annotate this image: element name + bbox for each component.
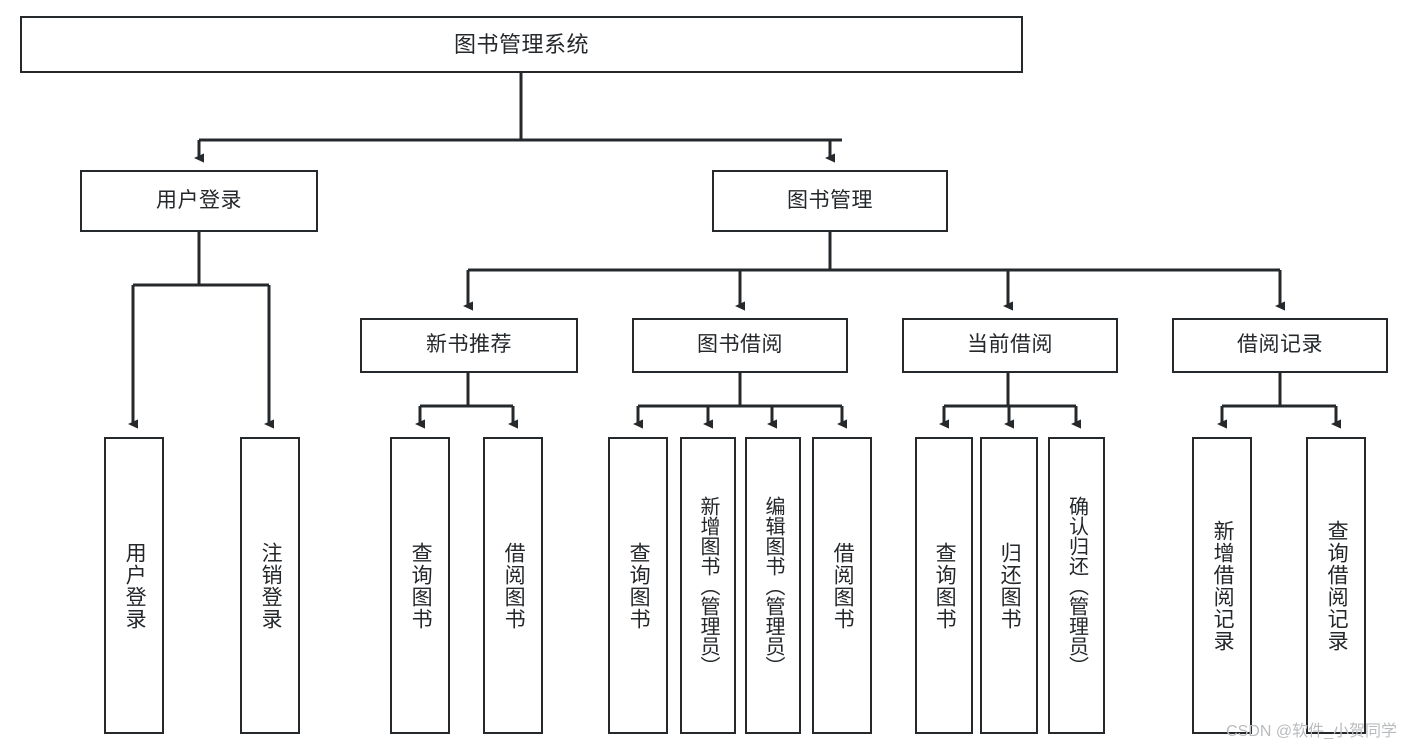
leaf-bb-edit-book[interactable]: 编辑图书（管理员） [745, 437, 801, 734]
leaf-logout[interactable]: 注销登录 [240, 437, 300, 734]
leaf-cb-query-book[interactable]: 查询图书 [915, 437, 973, 734]
leaf-bb-borrow-book[interactable]: 借阅图书 [812, 437, 872, 734]
leaf-user-login[interactable]: 用户登录 [104, 437, 164, 734]
leaf-cb-confirm-return-label: 确认归还（管理员） [1065, 495, 1088, 676]
node-borrow-record[interactable]: 借阅记录 [1172, 318, 1388, 373]
node-new-book-label: 新书推荐 [426, 333, 512, 357]
leaf-nb-query-book-label: 查询图书 [409, 541, 433, 630]
node-root[interactable]: 图书管理系统 [20, 16, 1023, 73]
leaf-bb-borrow-book-label: 借阅图书 [831, 541, 855, 630]
leaf-bb-query-book-label: 查询图书 [627, 541, 651, 630]
node-user-login[interactable]: 用户登录 [80, 170, 318, 232]
node-book-manage-label: 图书管理 [787, 188, 873, 212]
leaf-cb-return-book[interactable]: 归还图书 [980, 437, 1038, 734]
node-current-borrow[interactable]: 当前借阅 [902, 318, 1118, 373]
leaf-br-add-record[interactable]: 新增借阅记录 [1192, 437, 1252, 734]
node-book-manage[interactable]: 图书管理 [712, 170, 948, 232]
node-new-book[interactable]: 新书推荐 [360, 318, 578, 373]
leaf-nb-borrow-book-label: 借阅图书 [502, 541, 526, 630]
leaf-user-login-label: 用户登录 [123, 541, 147, 630]
node-root-label: 图书管理系统 [453, 31, 589, 57]
watermark: CSDN @软件_小贺同学 [1226, 723, 1397, 740]
leaf-cb-return-book-label: 归还图书 [998, 541, 1022, 630]
leaf-nb-borrow-book[interactable]: 借阅图书 [483, 437, 543, 734]
node-user-login-label: 用户登录 [156, 188, 242, 212]
node-book-borrow-label: 图书借阅 [697, 333, 783, 357]
leaf-logout-label: 注销登录 [259, 541, 283, 630]
leaf-bb-edit-book-label: 编辑图书（管理员） [762, 495, 784, 676]
leaf-bb-add-book[interactable]: 新增图书（管理员） [680, 437, 736, 734]
leaf-cb-confirm-return[interactable]: 确认归还（管理员） [1048, 437, 1105, 734]
node-borrow-record-label: 借阅记录 [1237, 333, 1323, 357]
node-current-borrow-label: 当前借阅 [967, 333, 1053, 357]
leaf-br-query-record[interactable]: 查询借阅记录 [1306, 437, 1366, 734]
leaf-br-add-record-label: 新增借阅记录 [1211, 519, 1235, 652]
leaf-nb-query-book[interactable]: 查询图书 [390, 437, 450, 734]
leaf-cb-query-book-label: 查询图书 [933, 541, 957, 630]
leaf-bb-query-book[interactable]: 查询图书 [608, 437, 668, 734]
node-book-borrow[interactable]: 图书借阅 [632, 318, 848, 373]
leaf-br-query-record-label: 查询借阅记录 [1325, 519, 1349, 652]
leaf-bb-add-book-label: 新增图书（管理员） [697, 495, 719, 676]
